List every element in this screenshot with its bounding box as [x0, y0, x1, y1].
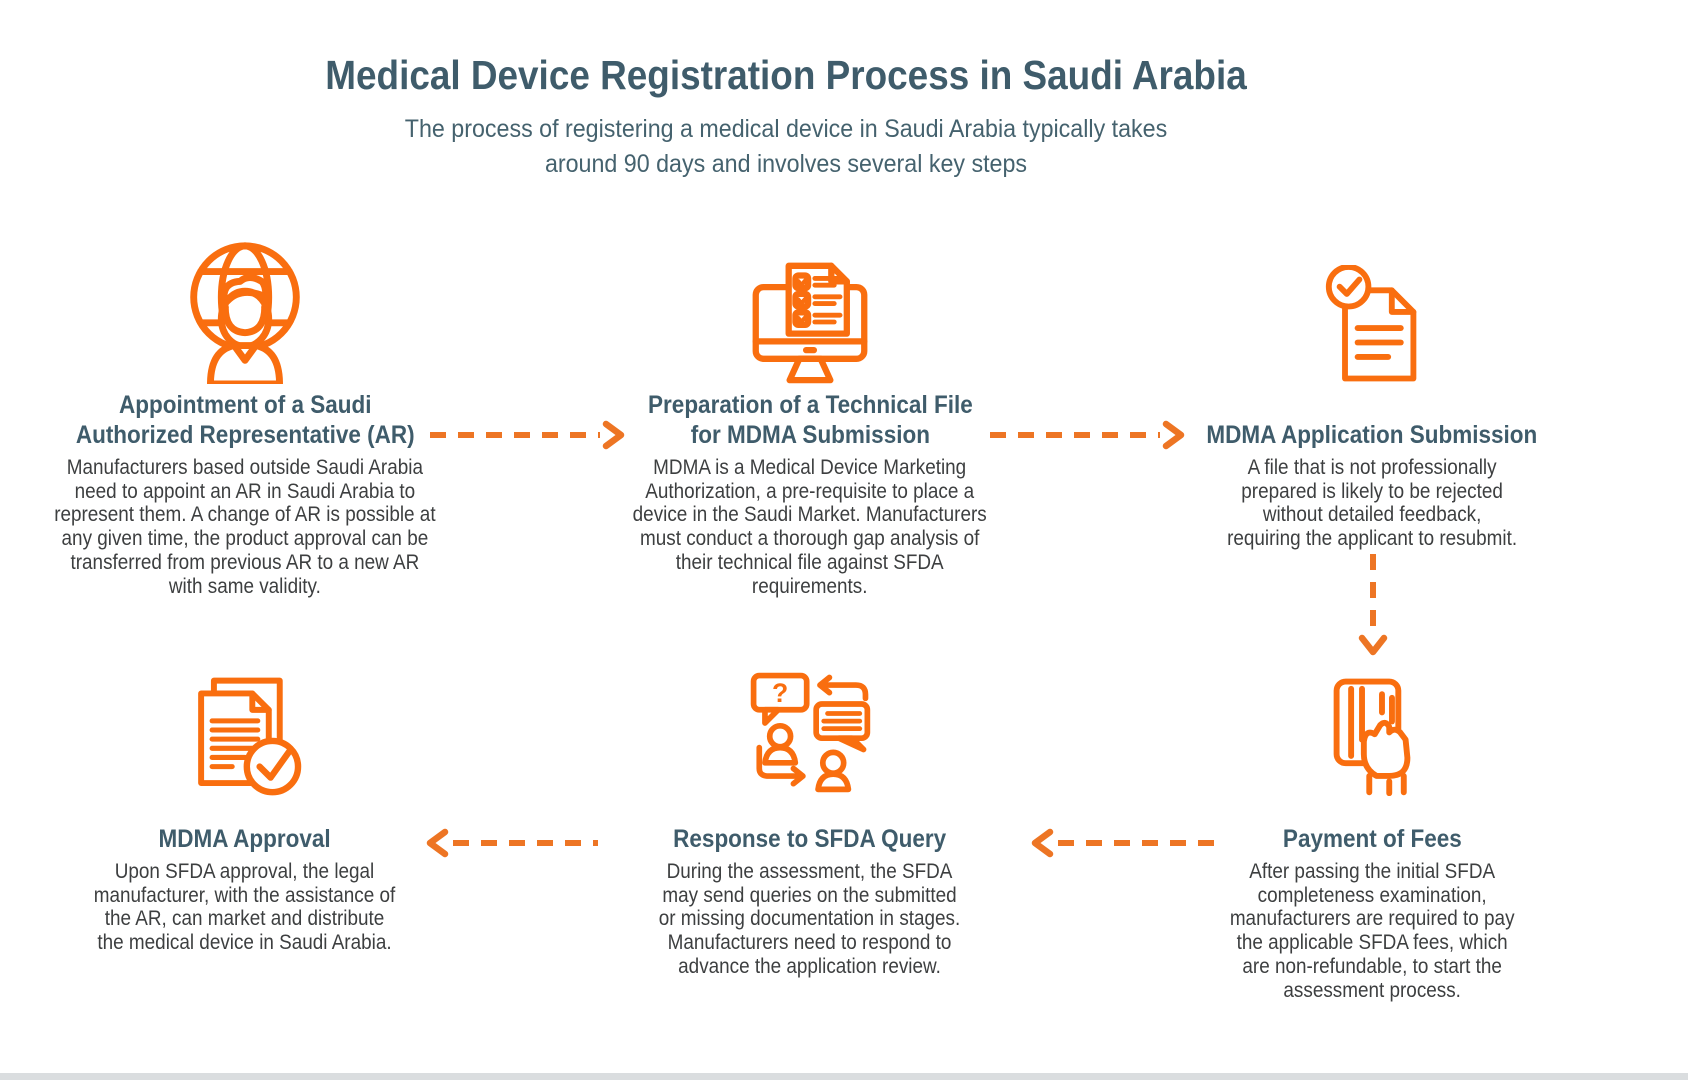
step-appointment-ar: Appointment of a Saudi Authorized Repres… [15, 238, 475, 598]
step-icon-wrap [181, 672, 309, 796]
arrow-step3-to-step4 [1358, 554, 1388, 656]
step-response-sfda-query: ? Response to SFDA Query During the asse… [580, 672, 1040, 979]
step-title: Appointment of a Saudi Authorized Repres… [75, 391, 415, 449]
arrow-step4-to-step5 [1031, 828, 1226, 858]
query-conversation-icon: ? [750, 672, 871, 793]
step-title-wrap: Preparation of a Technical File for MDMA… [630, 384, 991, 450]
step-payment-of-fees: Payment of Fees After passing the initia… [1142, 672, 1602, 1002]
approved-documents-icon [198, 677, 302, 796]
document-check-icon [1325, 265, 1417, 382]
step-title-wrap: MDMA Approval [149, 796, 340, 854]
step-title-wrap: Response to SFDA Query [658, 796, 961, 854]
header: Medical Device Registration Process in S… [0, 52, 1572, 181]
step-title-wrap: Payment of Fees [1273, 796, 1472, 854]
step-title: Response to SFDA Query [673, 824, 947, 853]
step-application-submission: MDMA Application Submission A file that … [1142, 238, 1602, 551]
step-title-wrap: MDMA Application Submission [1188, 384, 1556, 450]
arrow-step2-to-step3 [990, 420, 1185, 450]
svg-text:?: ? [772, 678, 788, 708]
step-icon-wrap [1309, 238, 1435, 384]
step-description: During the assessment, the SFDA may send… [659, 860, 961, 978]
step-description: After passing the initial SFDA completen… [1229, 860, 1515, 1002]
hand-credit-card-icon [1333, 678, 1411, 796]
globe-representative-icon [190, 242, 300, 384]
step-title: MDMA Approval [158, 824, 332, 853]
step-icon-wrap [1313, 672, 1431, 796]
step-mdma-approval: MDMA Approval Upon SFDA approval, the le… [15, 672, 475, 955]
arrow-step1-to-step2 [430, 420, 625, 450]
step-description: Manufacturers based outside Saudi Arabia… [54, 456, 436, 598]
step-title: MDMA Application Submission [1206, 420, 1538, 449]
step-icon-wrap: ? [746, 672, 874, 796]
step-title: Payment of Fees [1282, 824, 1462, 853]
step-description: Upon SFDA approval, the legal manufactur… [94, 860, 396, 955]
step-title-wrap: Appointment of a Saudi Authorized Repres… [57, 384, 433, 450]
page-title: Medical Device Registration Process in S… [325, 52, 1247, 98]
bottom-edge-strip [0, 1073, 1688, 1080]
step-description: MDMA is a Medical Device Marketing Autho… [632, 456, 988, 598]
monitor-checklist-icon [752, 262, 868, 384]
page-subtitle: The process of registering a medical dev… [404, 115, 1168, 178]
step-description: A file that is not professionally prepar… [1227, 456, 1517, 551]
step-technical-file: Preparation of a Technical File for MDMA… [580, 238, 1040, 598]
step-icon-wrap [171, 238, 319, 384]
step-icon-wrap [742, 238, 878, 384]
step-title: Preparation of a Technical File for MDMA… [647, 391, 973, 449]
arrow-step5-to-step6 [426, 828, 598, 858]
